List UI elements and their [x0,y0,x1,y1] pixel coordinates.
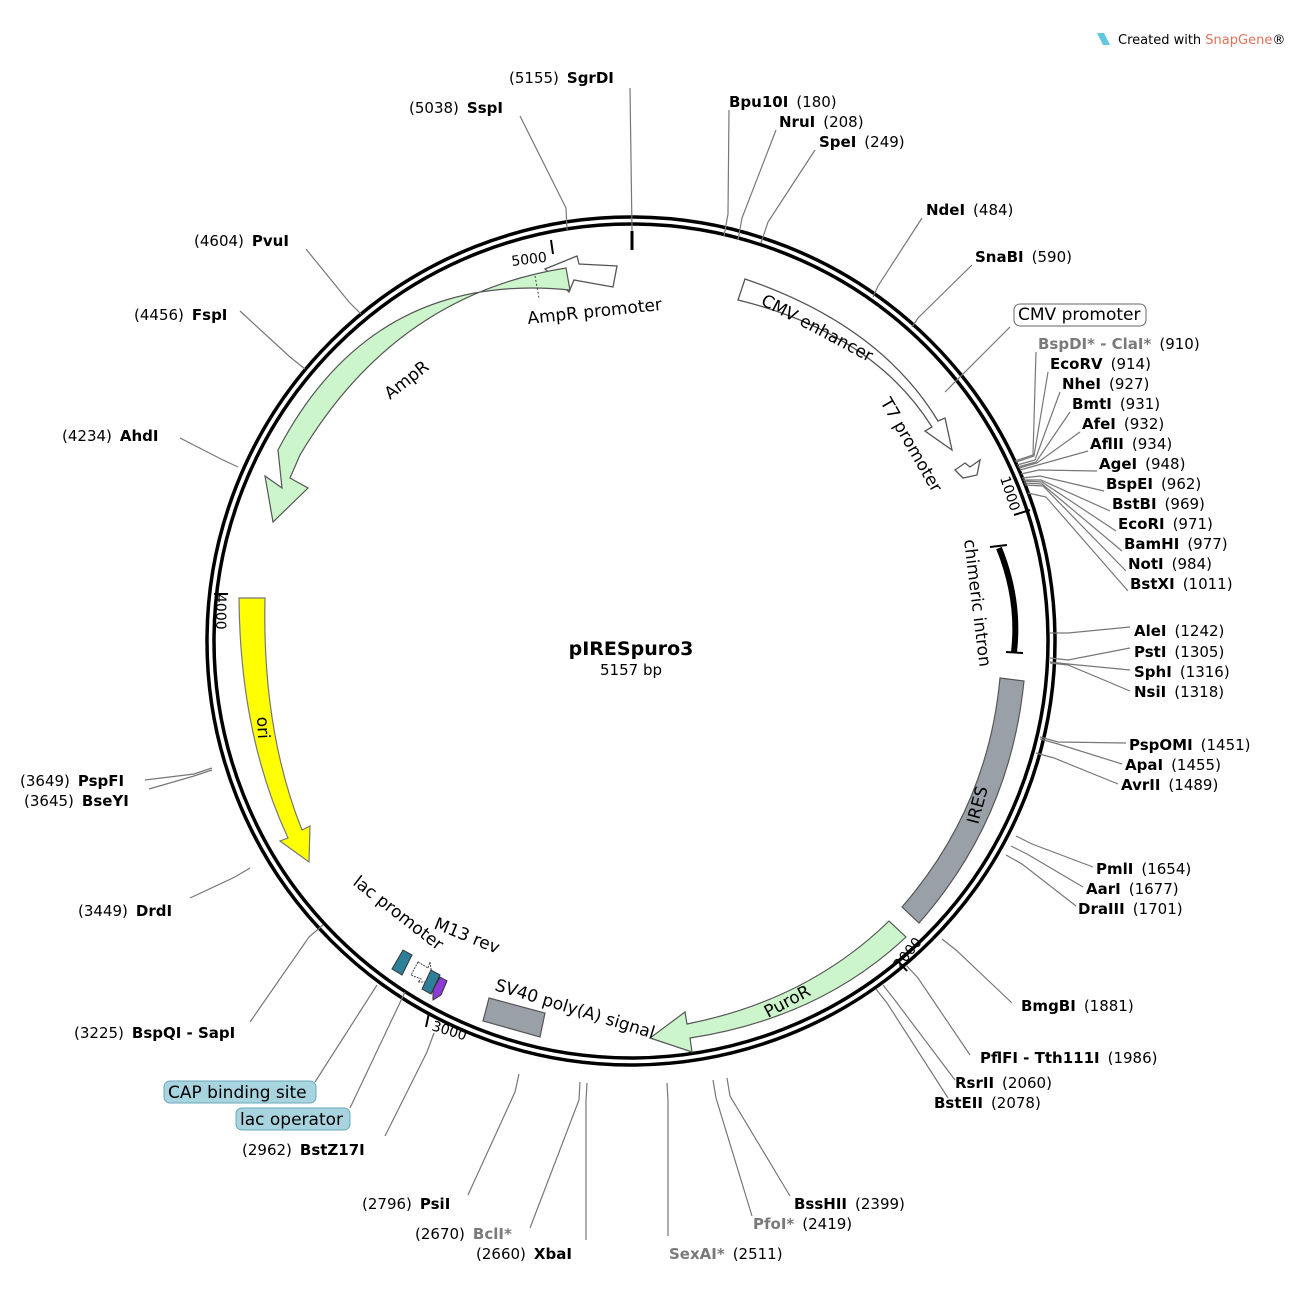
lac-operator-marker [421,969,441,995]
puror-arrow [648,920,907,1053]
t7-promoter-label: T7 promoter [875,394,946,496]
site-noti: NotI(984) [1128,555,1212,573]
site-sexai: SexAI*(2511) [669,1245,783,1263]
site-agei: AgeI(948) [1099,455,1185,473]
ruler-tick-1000 [1013,509,1031,516]
sv40-block [482,997,546,1038]
m13-rev-marker [432,976,448,1001]
m13-rev-label: M13 rev [431,914,502,958]
site-nhei: NheI(927) [1062,375,1149,393]
site-pflfi-tth111i: PflFI - Tth111I(1986) [980,1049,1157,1067]
site-ndei: NdeI(484) [926,201,1013,219]
ruler-label-1000: 1000 [996,474,1022,513]
site-draiii: DraIII(1701) [1078,900,1183,918]
site-nsii: NsiI(1318) [1134,683,1224,701]
site-xbai: (2660)XbaI [476,1245,572,1263]
site-aari: AarI(1677) [1086,880,1179,898]
site-ecori: EcoRI(971) [1118,515,1213,533]
plasmid-backbone [205,215,1057,1067]
site-pfoi: PfoI*(2419) [753,1215,852,1233]
site-pspfi: (3649)PspFI [20,772,124,790]
ruler-label-4000: 4000 [212,594,228,630]
ruler-tick-2000 [897,960,908,972]
cap-binding-site-box [163,1080,317,1104]
ires-block [901,677,1025,924]
site-bseyi: (3645)BseYI [24,792,129,810]
site-alei: AleI(1242) [1134,622,1224,640]
site-pspomi: PspOMI(1451) [1129,736,1251,754]
site-avrii: AvrII(1489) [1121,776,1218,794]
site-bamhi: BamHI(977) [1124,535,1228,553]
site-psti: PstI(1305) [1134,643,1224,661]
ampr-promoter-label: AmpR promoter [526,295,662,329]
site-drdi: (3449)DrdI [78,902,172,920]
site-sspi: (5038)SspI [409,99,503,117]
site-snabi: SnaBI(590) [975,248,1072,266]
ruler-tick-5000 [550,239,554,255]
site-bmgbi: BmgBI(1881) [1021,997,1134,1015]
cap-binding-site-box-label: CAP binding site [168,1083,307,1103]
ori-arrow [238,597,311,864]
t7-promoter-arrow [953,458,981,479]
branding-text: Created with SnapGene® [1118,33,1285,48]
site-bstz17i: (2962)BstZ17I [242,1141,365,1159]
snapgene-logo: Created with SnapGene® [1097,33,1285,48]
site-ecorv: EcoRV(914) [1050,355,1151,373]
chimeric-intron-bar [996,546,1019,653]
cmv-promoter-box-label: CMV promoter [1018,305,1140,325]
cap-binding-site-marker [391,949,413,976]
lac-promoter-label: lac promoter [349,872,447,955]
ruler-label-5000: 5000 [511,250,548,270]
site-bcli: (2670)BclI* [415,1225,512,1243]
site-bspei: BspEI(962) [1106,475,1201,493]
cmv-enhancer-label: CMV enhancer [758,291,877,367]
site-bmti: BmtI(931) [1072,395,1160,413]
site-leaders [144,87,1131,1240]
plasmid-size: 5157 bp [600,661,662,679]
site-pvui: (4604)PvuI [194,232,289,250]
site-sphi: SphI(1316) [1134,663,1230,681]
site-afei: AfeI(932) [1082,415,1164,433]
site-bpu10i: Bpu10I(180) [729,93,837,111]
site-spei: SpeI(249) [819,133,905,151]
site-aflii: AflII(934) [1090,435,1172,453]
site-nrui: NruI(208) [779,113,864,131]
ori-label: ori [252,716,273,739]
site-bsshii: BssHII(2399) [794,1195,905,1213]
site-bstbi: BstBI(969) [1112,495,1205,513]
snapgene-logo-icon [1097,33,1110,45]
plasmid-name: pIRESpuro3 [569,638,694,660]
site-psii: (2796)PsiI [362,1195,450,1213]
site-fspi: (4456)FspI [134,306,227,324]
lac-operator-box [235,1107,351,1131]
puror-label: PuroR [761,981,814,1022]
site-bsteii: BstEII(2078) [934,1094,1041,1112]
site-apai: ApaI(1455) [1125,756,1221,774]
lac-operator-box-label: lac operator [240,1110,343,1130]
site-bstxi: BstXI(1011) [1130,575,1233,593]
site-pmli: PmlI(1654) [1096,860,1191,878]
boxed-labels: CMV promoter CAP binding site lac operat… [163,303,1147,1131]
cmv-promoter-box [1013,303,1147,327]
cmv-enhancer-arrow [737,278,953,452]
ires-label: IRES [964,784,993,826]
site-ahdi: (4234)AhdI [62,427,159,445]
site-rsrii: RsrII(2060) [955,1074,1052,1092]
ampr-arrow [264,267,571,524]
site-bspdi-clai: BspDI* - ClaI*(910) [1038,335,1200,353]
site-sgrdi: (5155)SgrDI [509,69,614,87]
site-bspqi-sapi: (3225)BspQI - SapI [74,1024,235,1042]
site-labels: (5155)SgrDI (5038)SspI Bpu10I(180) NruI(… [20,69,1251,1263]
ruler-tick-3000 [425,1012,430,1028]
ampr-label: AmpR [381,357,433,404]
chimeric-intron-label: chimeric intron [959,538,994,668]
